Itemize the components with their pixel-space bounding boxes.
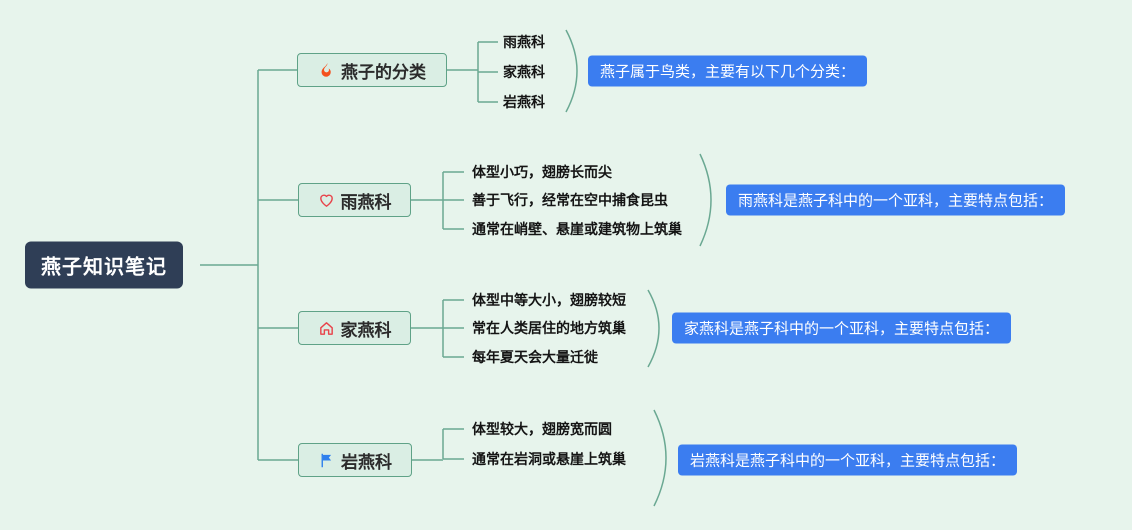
branch-label: 雨燕科 — [340, 192, 392, 212]
topic-label: 通常在岩洞或悬崖上筑巢 — [472, 451, 626, 467]
topic-item[interactable]: 岩燕科 — [503, 92, 545, 112]
topic-label: 常在人类居住的地方筑巢 — [472, 320, 626, 336]
home-icon — [318, 320, 335, 337]
topic-item[interactable]: 家燕科 — [503, 62, 545, 82]
note-callout[interactable]: 雨燕科是燕子科中的一个亚科，主要特点包括： — [726, 184, 1066, 216]
topic-label: 体型较大，翅膀宽而圆 — [472, 421, 612, 437]
topic-item[interactable]: 善于飞行，经常在空中捕食昆虫 — [472, 190, 668, 210]
root-node[interactable]: 燕子知识笔记 — [25, 241, 183, 289]
topic-item[interactable]: 雨燕科 — [503, 32, 545, 52]
topic-item[interactable]: 体型中等大小，翅膀较短 — [472, 290, 626, 310]
heart-icon — [318, 192, 335, 209]
topic-item[interactable]: 通常在峭壁、悬崖或建筑物上筑巢 — [472, 219, 682, 239]
note-callout[interactable]: 家燕科是燕子科中的一个亚科，主要特点包括： — [672, 312, 1012, 344]
topic-item[interactable]: 常在人类居住的地方筑巢 — [472, 318, 626, 338]
branch-node-crag-martin[interactable]: 岩燕科 — [298, 443, 412, 477]
branch-label: 岩燕科 — [341, 452, 392, 472]
note-text: 岩燕科是燕子科中的一个亚科，主要特点包括： — [690, 452, 1006, 470]
branch-node-classification[interactable]: 燕子的分类 — [297, 53, 447, 87]
topic-item[interactable]: 体型小巧，翅膀长而尖 — [472, 162, 612, 182]
flag-icon — [318, 452, 335, 469]
branch-label: 燕子的分类 — [341, 62, 426, 82]
branch-node-barn-swallow[interactable]: 家燕科 — [298, 311, 411, 345]
topic-label: 岩燕科 — [503, 94, 545, 110]
topic-label: 每年夏天会大量迁徙 — [472, 349, 598, 365]
topic-item[interactable]: 每年夏天会大量迁徙 — [472, 347, 598, 367]
note-text: 雨燕科是燕子科中的一个亚科，主要特点包括： — [738, 192, 1054, 210]
note-callout[interactable]: 岩燕科是燕子科中的一个亚科，主要特点包括： — [678, 444, 1018, 476]
branch-label: 家燕科 — [340, 320, 392, 340]
note-text: 家燕科是燕子科中的一个亚科，主要特点包括： — [684, 320, 1000, 338]
topic-label: 雨燕科 — [503, 34, 545, 50]
topic-label: 通常在峭壁、悬崖或建筑物上筑巢 — [472, 221, 682, 237]
topic-item[interactable]: 通常在岩洞或悬崖上筑巢 — [472, 449, 626, 469]
topic-item[interactable]: 体型较大，翅膀宽而圆 — [472, 419, 612, 439]
topic-label: 家燕科 — [503, 64, 545, 80]
topic-label: 体型小巧，翅膀长而尖 — [472, 164, 612, 180]
flame-icon — [318, 62, 335, 79]
root-label: 燕子知识笔记 — [41, 256, 167, 279]
note-callout[interactable]: 燕子属于鸟类，主要有以下几个分类： — [588, 55, 868, 87]
topic-label: 体型中等大小，翅膀较短 — [472, 292, 626, 308]
branch-node-swift[interactable]: 雨燕科 — [298, 183, 411, 217]
note-text: 燕子属于鸟类，主要有以下几个分类： — [600, 63, 856, 81]
topic-label: 善于飞行，经常在空中捕食昆虫 — [472, 192, 668, 208]
